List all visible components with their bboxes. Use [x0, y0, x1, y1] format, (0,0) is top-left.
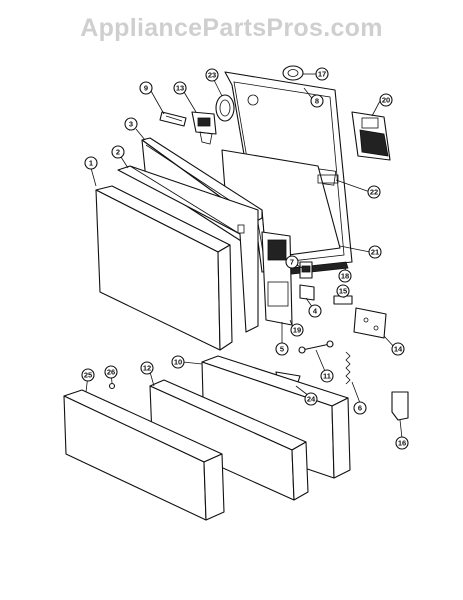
watermark-text: AppliancePartsPros.com [80, 14, 383, 42]
svg-text:10: 10 [174, 358, 182, 367]
callout-18: 18 [338, 269, 352, 283]
inner-panel [117, 165, 259, 333]
callout-group: 1 2 3 4 5 6 7 8 9 10 11 12 13 14 15 16 1… [81, 67, 409, 450]
callout-21: 21 [368, 245, 382, 259]
svg-text:14: 14 [394, 345, 403, 354]
callout-23: 23 [205, 68, 219, 82]
callout-19: 19 [290, 323, 304, 337]
callout-24: 24 [304, 392, 318, 406]
door-switch [299, 261, 313, 279]
handle-bracket [159, 111, 187, 127]
svg-text:9: 9 [144, 84, 148, 93]
svg-text:3: 3 [129, 120, 133, 129]
callout-2: 2 [111, 145, 125, 159]
svg-text:19: 19 [293, 326, 301, 335]
svg-text:22: 22 [370, 188, 378, 197]
callout-26: 26 [104, 365, 118, 379]
callout-10: 10 [171, 355, 185, 369]
svg-text:20: 20 [382, 96, 390, 105]
access-panel [63, 389, 225, 521]
detergent-dispenser [351, 111, 391, 161]
callout-13: 13 [173, 81, 187, 95]
callout-7: 7 [285, 255, 299, 269]
svg-text:5: 5 [280, 345, 284, 354]
door-spring [345, 351, 351, 385]
callout-3: 3 [124, 117, 138, 131]
callout-11: 11 [320, 369, 334, 383]
svg-text:21: 21 [371, 248, 379, 257]
callout-5: 5 [275, 342, 289, 356]
callout-6: 6 [353, 401, 367, 415]
svg-text:7: 7 [290, 258, 294, 267]
svg-text:16: 16 [398, 439, 406, 448]
callout-22: 22 [367, 185, 381, 199]
svg-text:23: 23 [208, 71, 216, 80]
svg-text:25: 25 [84, 371, 92, 380]
svg-text:13: 13 [176, 84, 184, 93]
callout-25: 25 [81, 368, 95, 382]
toe-panel [149, 379, 309, 501]
hinge-plate [353, 307, 387, 339]
svg-text:1: 1 [89, 159, 93, 168]
leader-lines [85, 73, 403, 439]
svg-text:6: 6 [358, 404, 362, 413]
screw [108, 382, 116, 390]
callout-14: 14 [391, 342, 405, 356]
hinge-cover [391, 391, 409, 421]
callout-16: 16 [395, 436, 409, 450]
svg-text:26: 26 [107, 368, 115, 377]
fill-ring [215, 94, 235, 122]
svg-text:11: 11 [323, 372, 331, 381]
svg-text:12: 12 [143, 364, 151, 373]
callout-1: 1 [84, 156, 98, 170]
callout-9: 9 [139, 81, 153, 95]
vent-grommet [282, 65, 304, 81]
svg-text:24: 24 [307, 395, 316, 404]
callout-15: 15 [336, 284, 350, 298]
svg-text:8: 8 [315, 97, 319, 106]
callout-4: 4 [308, 304, 322, 318]
svg-text:2: 2 [116, 148, 120, 157]
outer-door-panel [95, 185, 233, 351]
svg-text:17: 17 [318, 70, 326, 79]
control-module [261, 231, 293, 326]
callout-20: 20 [379, 93, 393, 107]
svg-text:18: 18 [341, 272, 349, 281]
door-cable [298, 340, 334, 354]
callout-12: 12 [140, 361, 154, 375]
callout-8: 8 [310, 94, 324, 108]
svg-text:15: 15 [339, 287, 347, 296]
svg-text:4: 4 [313, 307, 318, 316]
callout-17: 17 [315, 67, 329, 81]
liner-slot [317, 174, 339, 184]
latch-assembly [191, 111, 217, 145]
switch-bracket [299, 284, 315, 301]
